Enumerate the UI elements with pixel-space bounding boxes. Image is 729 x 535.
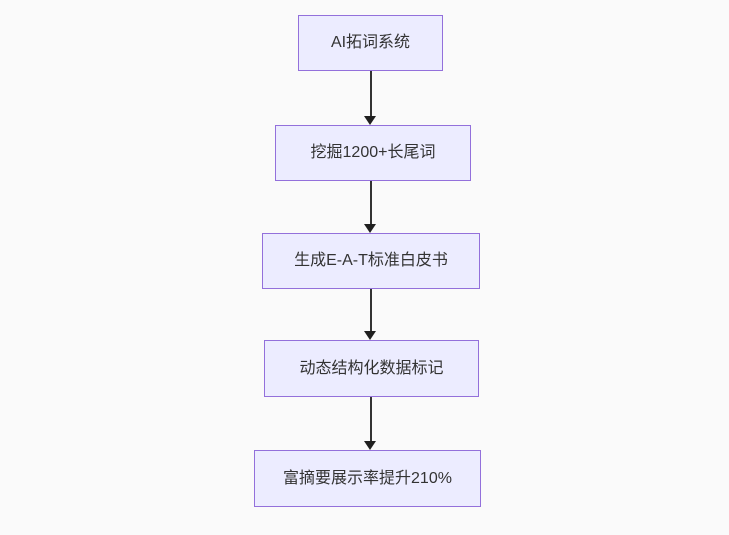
arrow-line [369,397,372,441]
flowchart-node-eat-whitepaper: 生成E-A-T标准白皮书 [262,233,480,289]
node-label: 动态结构化数据标记 [299,359,444,377]
flowchart-node-rich-snippet-rate: 富摘要展示率提升210% [254,450,481,507]
arrow-line [369,289,372,331]
flowchart-node-longtail-keywords: 挖掘1200+长尾词 [275,125,471,181]
arrowhead-icon [364,224,376,233]
flowchart-node-structured-data-markup: 动态结构化数据标记 [264,340,479,397]
arrowhead-icon [364,441,376,450]
node-label: 生成E-A-T标准白皮书 [294,252,448,270]
arrow-down-2 [364,181,377,233]
arrow-line [369,181,372,224]
arrowhead-icon [364,331,376,340]
node-label: 挖掘1200+长尾词 [310,144,436,162]
flowchart-node-ai-word-expansion: AI拓词系统 [298,15,443,71]
node-label: AI拓词系统 [330,34,411,52]
arrow-line [369,71,372,116]
arrow-down-1 [364,71,377,125]
arrow-down-3 [364,289,377,340]
arrowhead-icon [364,116,376,125]
node-label: 富摘要展示率提升210% [283,469,452,487]
arrow-down-4 [364,397,377,450]
